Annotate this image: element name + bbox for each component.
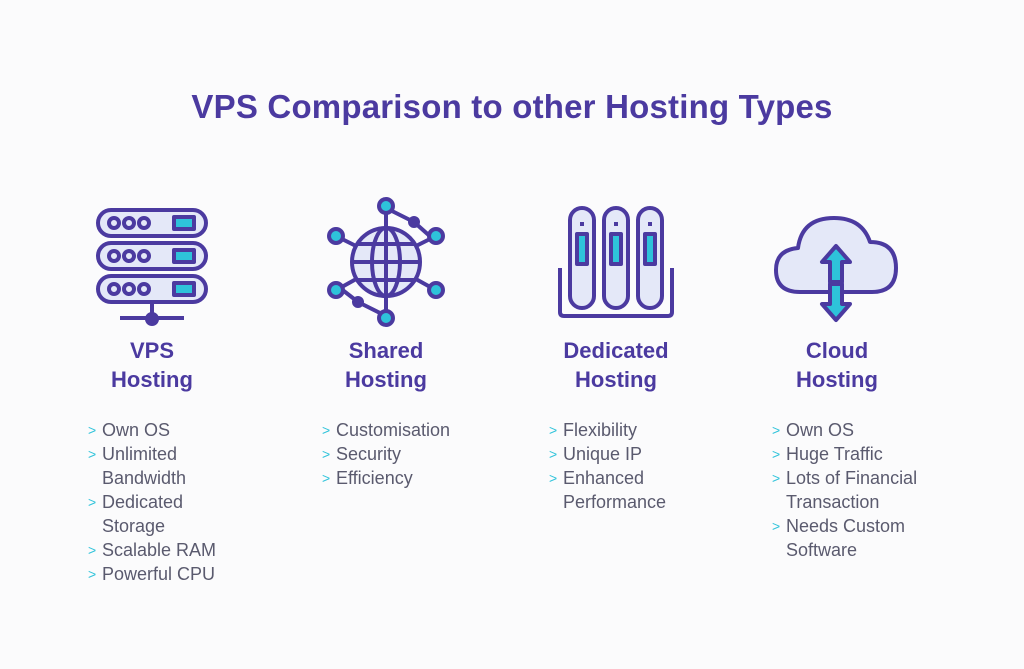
feature-list: Own OS Huge Traffic Lots of Financial Tr…: [772, 418, 917, 562]
list-item: Dedicated: [88, 490, 216, 514]
column-title: Shared: [348, 338, 424, 363]
cloud-transfer-icon: [774, 216, 898, 322]
list-item: Lots of Financial: [772, 466, 917, 490]
column-title: Hosting: [796, 367, 878, 392]
server-rack-icon: [96, 208, 208, 326]
list-item: Flexibility: [549, 418, 666, 442]
feature-list: Own OS Unlimited Bandwidth Dedicated Sto…: [88, 418, 216, 586]
list-item: Needs Custom: [772, 514, 917, 538]
column-title: Hosting: [111, 367, 193, 392]
list-item: Performance: [563, 492, 667, 512]
list-item: Efficiency: [322, 466, 450, 490]
dedicated-servers-icon: [558, 206, 674, 318]
list-item: Unique IP: [549, 442, 666, 466]
list-item: Unlimited: [88, 442, 216, 466]
feature-list: Flexibility Unique IP Enhanced Performan…: [549, 418, 666, 514]
page-title: VPS Comparison to other Hosting Types: [191, 88, 833, 125]
list-item: Enhanced: [549, 466, 666, 490]
list-item: Scalable RAM: [88, 538, 216, 562]
feature-list: Customisation Security Efficiency: [322, 418, 450, 490]
column-title: Hosting: [575, 367, 657, 392]
column-title: Hosting: [345, 367, 427, 392]
column-title: Cloud: [805, 338, 869, 363]
list-item: Storage: [102, 516, 166, 536]
list-item: Huge Traffic: [772, 442, 917, 466]
column-title: VPS: [129, 338, 175, 363]
list-item: Software: [786, 540, 858, 560]
network-globe-icon: [327, 197, 445, 327]
list-item: Security: [322, 442, 450, 466]
list-item: Own OS: [88, 418, 216, 442]
list-item: Powerful CPU: [88, 562, 216, 586]
list-item: Own OS: [772, 418, 917, 442]
list-item: Customisation: [322, 418, 450, 442]
list-item: Transaction: [786, 492, 880, 512]
column-title: Dedicated: [563, 338, 669, 363]
list-item: Bandwidth: [102, 468, 187, 488]
